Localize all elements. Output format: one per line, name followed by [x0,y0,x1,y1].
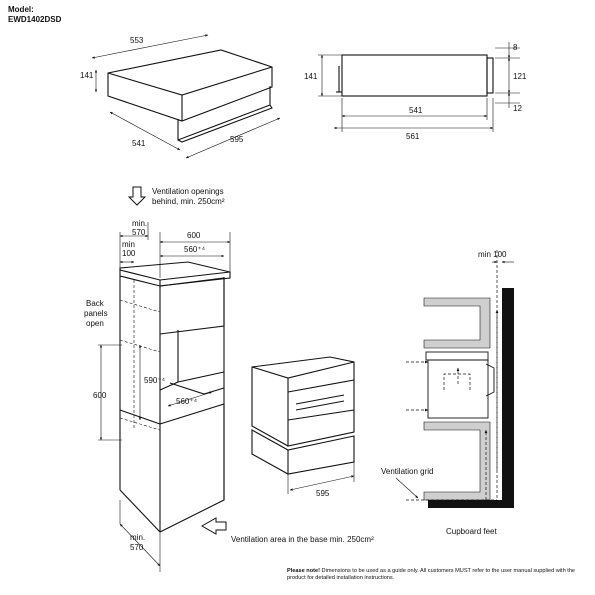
section-appliance [425,351,495,419]
model-header: Model: EWD1402DSD [8,5,61,25]
side-view-dimensions [318,42,520,132]
ventilation-base-label: Ventilation area in the base min. 250cm² [231,535,374,544]
iso-depth-541: 541 [132,139,146,148]
iso-drawer-outline [107,49,273,143]
column-height-590: 590⁻⁴ [144,376,166,385]
back-panels-line1: Back [86,299,105,308]
side-width-541: 541 [409,106,423,115]
footer-note-text: Dimensions to be used as a guide only. A… [287,568,576,581]
side-offset-8: 8 [513,43,518,52]
iso-dimension-lines [91,34,281,159]
column-min-100: 100 [122,249,136,258]
side-height-141: 141 [304,72,318,81]
side-view-outline [336,54,494,97]
ventilation-base-arrow [200,517,227,535]
side-width-561: 561 [406,132,420,141]
ventilation-openings-line2: behind, min. 250cm² [152,197,225,206]
iso-depth-595: 595 [230,135,244,144]
column-min-570-bottom: 570 [130,543,144,552]
section-wall [428,288,514,508]
tall-cabinet-outline [119,261,231,533]
column-min-570-top: 570 [132,228,146,237]
side-offset-12: 12 [513,104,522,113]
ventilation-grid-label: Ventilation grid [381,467,433,476]
back-panels-line2: panels [84,309,108,318]
footer-note-label: Please note! [287,568,320,574]
column-min-label-top: min. [132,219,147,228]
column-height-600: 600 [93,391,107,400]
unit-width-595: 595 [316,489,330,498]
section-shelves [423,297,491,501]
iso-width-553: 553 [130,36,144,45]
model-label: Model: [8,5,34,14]
column-width-600: 600 [187,231,201,240]
drawer-unit-dimension [287,462,355,494]
column-min-label-bottom: min. [130,533,145,542]
model-code: EWD1402DSD [8,15,62,24]
drawer-unit-outline [251,356,355,475]
iso-height-141: 141 [80,71,94,80]
back-panels-line3: open [86,319,104,328]
ventilation-openings-line1: Ventilation openings [152,187,224,196]
section-airflow [406,250,499,501]
column-width-560: 560⁺⁴ [184,245,206,254]
footer-note: Please note! Dimensions to be used as a … [287,568,587,582]
column-min-label-small: min [122,240,135,249]
tall-cabinet-dimensions [98,222,231,572]
column-niche-560: 560⁺⁴ [176,397,198,406]
side-height-121: 121 [513,72,527,81]
ventilation-grid-leader [395,477,419,499]
ventilation-down-arrow [127,186,147,206]
cupboard-feet-label: Cupboard feet [446,527,497,536]
section-min-100: min 100 [478,250,507,259]
